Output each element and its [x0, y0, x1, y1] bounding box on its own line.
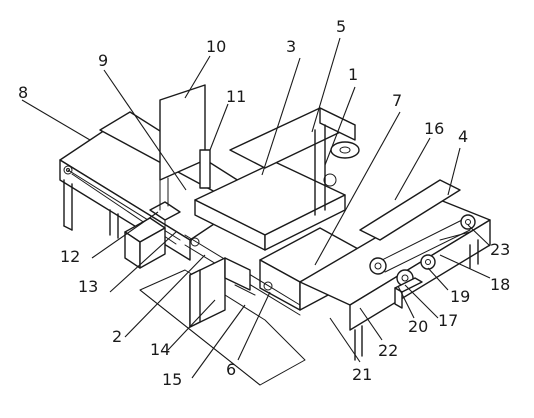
svg-text:8: 8 — [18, 83, 28, 102]
svg-text:9: 9 — [98, 51, 108, 70]
callout-label-9: 9 — [98, 51, 187, 191]
callout-label-4: 4 — [447, 127, 468, 196]
svg-text:14: 14 — [150, 340, 170, 359]
callout-label-11: 11 — [209, 87, 246, 151]
callout-label-19: 19 — [427, 267, 470, 306]
callout-label-17: 17 — [404, 284, 458, 330]
callout-label-12: 12 — [60, 211, 159, 266]
callout-label-14: 14 — [150, 299, 216, 359]
callout-label-5: 5 — [311, 17, 346, 133]
callout-label-16: 16 — [394, 119, 444, 201]
left-motor — [124, 201, 181, 269]
central-table — [194, 107, 360, 251]
svg-text:10: 10 — [206, 37, 226, 56]
support-block — [189, 257, 256, 328]
svg-text:13: 13 — [78, 277, 98, 296]
callout-label-21: 21 — [329, 317, 372, 384]
svg-text:2: 2 — [112, 327, 122, 346]
callout-label-15: 15 — [162, 304, 246, 389]
svg-text:16: 16 — [424, 119, 444, 138]
svg-text:20: 20 — [408, 317, 428, 336]
callout-label-22: 22 — [359, 307, 398, 360]
callout-label-3: 3 — [261, 37, 301, 176]
svg-text:7: 7 — [392, 91, 402, 110]
callout-label-10: 10 — [184, 37, 226, 99]
svg-text:6: 6 — [226, 360, 236, 379]
callout-label-23: 23 — [467, 224, 510, 259]
callout-label-1: 1 — [324, 65, 358, 166]
svg-text:23: 23 — [490, 240, 510, 259]
vertical-board — [159, 84, 211, 211]
svg-text:18: 18 — [490, 275, 510, 294]
svg-text:3: 3 — [286, 37, 296, 56]
callout-label-20: 20 — [397, 285, 428, 336]
svg-text:11: 11 — [226, 87, 246, 106]
svg-text:4: 4 — [458, 127, 468, 146]
callout-label-13: 13 — [78, 231, 177, 296]
svg-text:12: 12 — [60, 247, 80, 266]
svg-text:19: 19 — [450, 287, 470, 306]
callout-label-6: 6 — [226, 291, 271, 379]
floor-outline — [139, 269, 306, 386]
right-conveyor — [299, 179, 491, 361]
callout-label-8: 8 — [18, 83, 91, 141]
svg-text:22: 22 — [378, 341, 398, 360]
svg-text:21: 21 — [352, 365, 372, 384]
svg-text:15: 15 — [162, 370, 182, 389]
callout-label-18: 18 — [439, 254, 510, 294]
callout-label-7: 7 — [314, 91, 402, 266]
svg-text:5: 5 — [336, 17, 346, 36]
callout-label-2: 2 — [112, 254, 206, 346]
svg-text:17: 17 — [438, 311, 458, 330]
svg-text:1: 1 — [348, 65, 358, 84]
